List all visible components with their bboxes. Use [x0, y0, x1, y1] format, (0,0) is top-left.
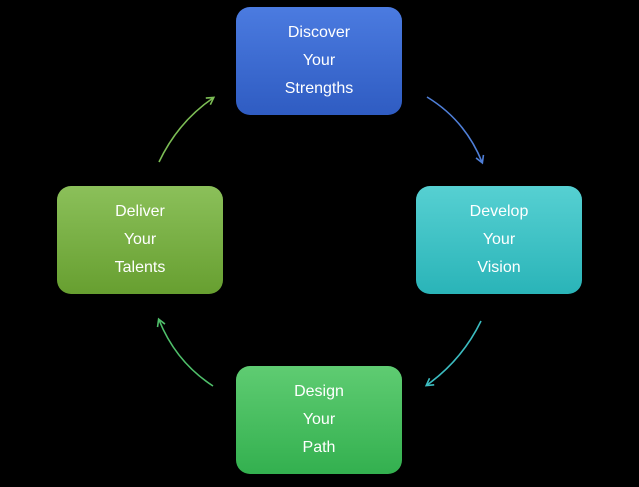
- node-label-line: Design: [294, 383, 344, 400]
- arrow-discover-to-develop: [426, 96, 485, 165]
- node-label-line: Path: [302, 439, 336, 456]
- node-design-your-path: Design Your Path: [236, 366, 402, 474]
- node-label-line: Your: [302, 52, 336, 69]
- node-label-line: Your: [123, 231, 157, 248]
- node-label-line: Develop: [469, 203, 529, 220]
- node-label-line: Deliver: [115, 203, 165, 220]
- arrow-deliver-to-discover: [158, 96, 216, 163]
- node-label-line: Strengths: [284, 80, 354, 97]
- node-label-line: Your: [302, 411, 336, 428]
- node-discover-your-strengths: Discover Your Strengths: [236, 7, 402, 115]
- node-deliver-your-talents: Deliver Your Talents: [57, 186, 223, 294]
- arrow-develop-to-design: [424, 320, 482, 387]
- node-label-line: Discover: [287, 24, 351, 41]
- node-label-line: Talents: [114, 259, 166, 276]
- node-label-line: Your: [482, 231, 516, 248]
- arrow-design-to-deliver: [156, 317, 214, 387]
- node-label-line: Vision: [477, 259, 521, 276]
- node-develop-your-vision: Develop Your Vision: [416, 186, 582, 294]
